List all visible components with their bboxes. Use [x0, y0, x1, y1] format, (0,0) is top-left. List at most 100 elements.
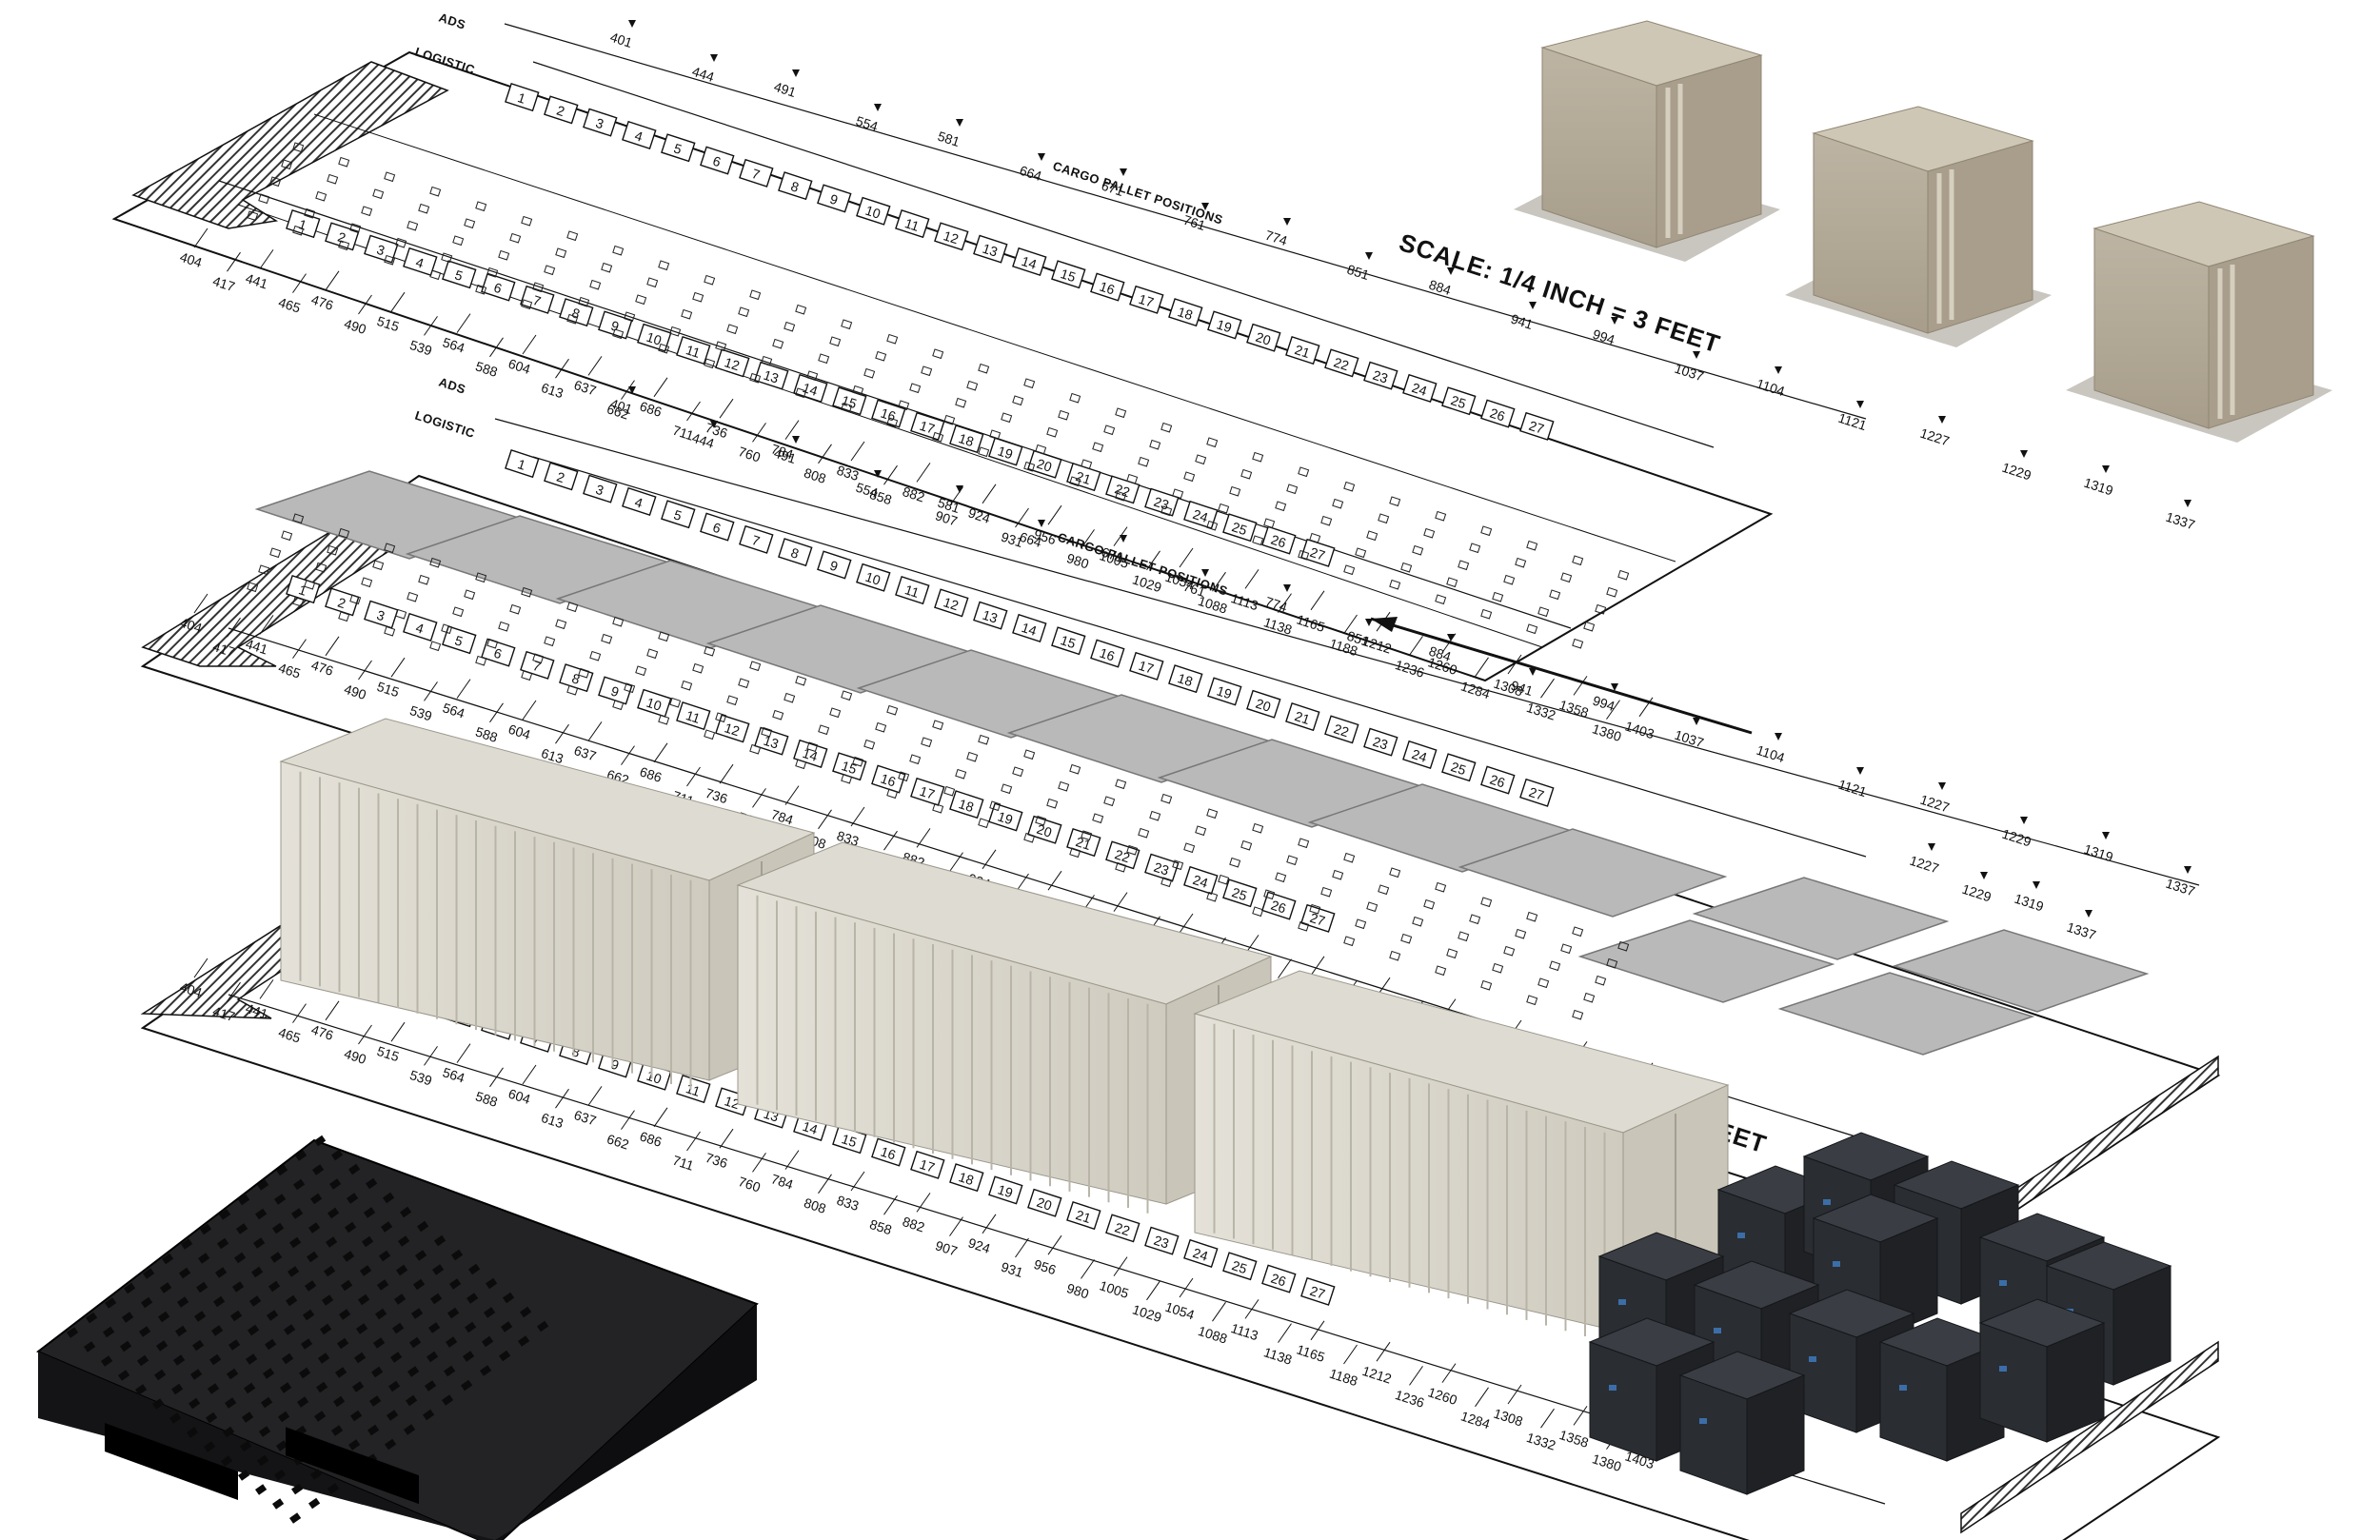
pallet-position-cell: 21 [1066, 1201, 1101, 1231]
tie-down-ring [1046, 798, 1059, 809]
tie-down-ring [932, 802, 944, 814]
pallet-position-cell: 3 [583, 108, 618, 137]
pallet-position-cell: 1 [286, 575, 321, 604]
ruler-station-label: 1121 [1836, 410, 1869, 434]
pallet-position-cell: 6 [481, 272, 516, 302]
pallet-grid-hole [461, 1379, 473, 1392]
pallet-position-cell: 16 [871, 764, 906, 794]
pallet-grid-hole [367, 1424, 380, 1436]
ruler-station-label: 1227 [1918, 792, 1952, 816]
tie-down-ring [1549, 589, 1561, 601]
tie-down-ring [1252, 906, 1264, 918]
tie-down-ring [1560, 572, 1573, 583]
ruler-tick [489, 702, 504, 723]
pallet-grid-hole [355, 1323, 368, 1334]
pallet-position-cell: 7 [739, 524, 774, 554]
tie-down-ring [1172, 859, 1184, 871]
ruler-station-label: 401 [608, 396, 634, 418]
pallet-position-cell: 7 [520, 285, 555, 314]
pallet-grid-hole [195, 1281, 208, 1293]
ruler-tick [818, 444, 832, 464]
ruler-tick [1047, 870, 1062, 891]
pallet-position-number: 15 [1059, 266, 1078, 285]
pallet-grid-hole [275, 1440, 288, 1451]
pallet-grid-hole [316, 1381, 328, 1393]
ruler-tick [686, 766, 701, 787]
plastic-pallet [36, 1135, 759, 1540]
pallet-grid-hole [425, 1380, 437, 1392]
pallet-position-cell: 19 [988, 1175, 1023, 1205]
pallet-grid-hole [294, 1150, 307, 1161]
ruler-station-label: 417 [211, 1003, 237, 1025]
pallet-grid-hole [305, 1280, 317, 1292]
pallet-position-cell: 9 [817, 550, 852, 580]
tie-down-ring [601, 633, 613, 644]
pallet-grid-hole [283, 1324, 296, 1335]
tie-down-ring [1001, 412, 1013, 424]
tie-down-ring [624, 311, 636, 323]
ruler-station-label: 1037 [1673, 727, 1706, 751]
tie-down-ring [1549, 960, 1561, 972]
tie-down-ring [566, 230, 579, 242]
ruler-station-label: 476 [309, 1021, 335, 1043]
tie-down-ring [566, 684, 579, 696]
tie-down-ring [1183, 842, 1196, 854]
tie-down-ring [1480, 525, 1493, 537]
cargo-pallet [1692, 877, 1950, 960]
ruler-tick [982, 1214, 997, 1234]
tie-down-ring [704, 645, 716, 657]
centerline [218, 180, 1572, 629]
pallet-grid [66, 1135, 549, 1524]
tie-down-ring [886, 788, 899, 800]
tie-down-ring [1617, 569, 1630, 581]
tie-down-ring [852, 385, 864, 396]
pallet-grid-hole [392, 1322, 405, 1334]
ads-label: ADS [437, 375, 467, 397]
pallet-position-cell: 15 [832, 1125, 867, 1155]
tie-down-ring [395, 608, 407, 620]
pallet-grid-hole [313, 1135, 327, 1147]
ruler-station-label: 613 [540, 380, 565, 402]
tie-down-ring [281, 159, 293, 170]
pallet-position-number: 10 [863, 203, 883, 222]
ruler-tick [325, 270, 340, 291]
ruler-tick [325, 636, 340, 657]
ruler-station-label: 1319 [2082, 841, 2115, 865]
tie-down-ring [1469, 543, 1481, 554]
ruler-marker [1529, 668, 1537, 676]
ruler-tick [489, 337, 504, 358]
ruler-tick [1146, 1280, 1160, 1301]
pallet-grid-hole [223, 1426, 235, 1438]
ruler-tick [784, 785, 800, 805]
pallet-grid-hole [342, 1251, 355, 1262]
ruler-tick [883, 830, 898, 851]
pallet-grid-hole [428, 1322, 441, 1333]
pallet-grid-hole [341, 1279, 353, 1292]
pallet-grid-hole [387, 1410, 399, 1421]
pallet-position-cell: 27 [1519, 411, 1555, 441]
ruler-station-label: 515 [375, 679, 401, 701]
ruler-station-label: 444 [690, 64, 716, 86]
tie-down-ring [509, 603, 522, 615]
ruler-station-label: 851 [1345, 628, 1371, 650]
tie-down-ring [1435, 510, 1447, 522]
tie-down-ring [1446, 577, 1458, 588]
pallet-position-cell: 11 [676, 1075, 711, 1104]
pallet-position-cell: 27 [1300, 538, 1336, 567]
pallet-position-number: 19 [1215, 682, 1234, 701]
pallet-position-cell: 17 [1129, 651, 1164, 681]
tie-down-ring [749, 289, 762, 301]
ruler-station-label: 564 [441, 700, 466, 721]
tie-down-ring [1389, 579, 1401, 590]
pallet-position-number: 22 [1113, 481, 1132, 500]
pallet-grid-hole [347, 1439, 361, 1451]
ruler-marker [2020, 450, 2028, 458]
pallet-grid-hole [218, 1209, 231, 1220]
ruler-tick [193, 593, 208, 614]
tie-down-ring [1298, 838, 1310, 849]
pallet-position-number: 20 [1254, 329, 1273, 348]
tie-down-ring [704, 274, 716, 286]
pallet-grid-hole [537, 1320, 549, 1333]
ruler-station-label: 858 [868, 486, 894, 508]
ruler-station-label: 808 [803, 464, 828, 486]
